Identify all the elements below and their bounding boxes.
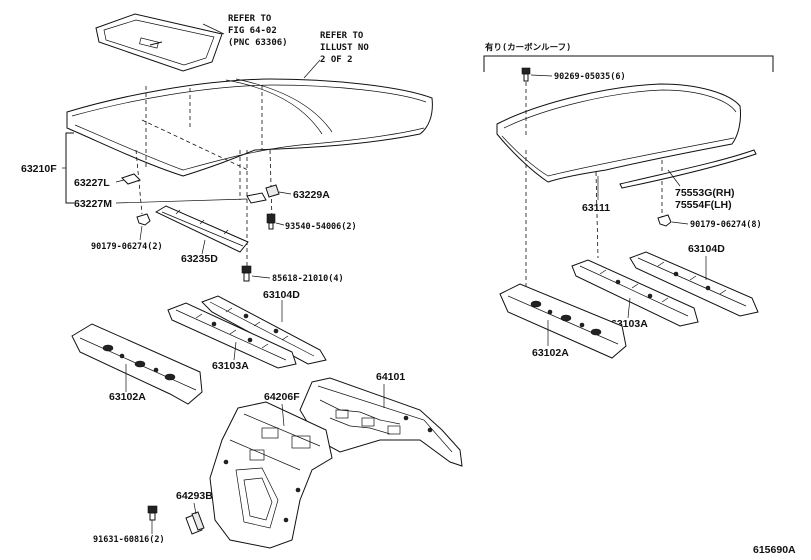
leader-64206f (281, 403, 285, 427)
bolt-91631 (147, 505, 158, 521)
clip-90179-right (657, 214, 672, 227)
carbon-roof-panel-63111 (496, 83, 741, 183)
label-63102A-left: 63102A (109, 391, 146, 403)
pad-63227l (121, 173, 141, 185)
roof-bow-63103a-left (167, 302, 297, 369)
screw-93540 (266, 213, 276, 230)
refer-fig-line3: (PNC 63306) (228, 38, 288, 48)
roof-bow-63104d-left (201, 295, 327, 365)
label-93540: 93540-54006(2) (285, 222, 357, 232)
reinforcement-63235d (154, 205, 249, 253)
dash-right-3 (595, 171, 599, 259)
leader-refer-illust (303, 59, 321, 79)
leader-63229a (278, 191, 292, 195)
label-63227L: 63227L (74, 177, 110, 189)
label-63235D: 63235D (181, 253, 218, 265)
label-75553G: 75553G(RH) (675, 187, 735, 199)
leader-64293b (193, 502, 197, 515)
diagram-code: 615690A (753, 544, 796, 556)
roof-bow-63103a-right (571, 259, 699, 327)
label-63210F: 63210F (21, 163, 57, 175)
pad-63227m (246, 192, 267, 204)
refer-illust-line1: REFER TO (320, 31, 364, 41)
clip-63229a (265, 184, 280, 198)
label-75554F: 75554F(LH) (675, 199, 732, 211)
bracket-63210f (65, 132, 74, 204)
label-63103A-left: 63103A (212, 360, 249, 372)
label-90179-right: 90179-06274(8) (690, 220, 762, 230)
leader-93540 (275, 222, 285, 226)
rear-panel-64206f (209, 401, 333, 549)
label-64293B: 64293B (176, 490, 213, 502)
leader-90269 (530, 74, 553, 77)
leader-63227l (115, 179, 125, 183)
sunroof-glass-illustration (95, 13, 223, 72)
leader-63103a-right (627, 297, 631, 319)
label-63227M: 63227M (74, 198, 112, 210)
leader-63235d (201, 239, 206, 255)
roof-bow-63102a-right (499, 283, 627, 359)
label-63229A: 63229A (293, 189, 330, 201)
dash-line-8 (269, 149, 273, 221)
label-90269: 90269-05035(6) (554, 72, 626, 82)
label-63102A-right: 63102A (532, 347, 569, 359)
roof-bow-63104d-right (629, 251, 759, 317)
label-90179-left: 90179-06274(2) (91, 242, 163, 252)
label-63104D-right: 63104D (688, 243, 725, 255)
carbon-roof-bracket (483, 55, 774, 72)
moulding-75553g (619, 149, 757, 189)
leader-90179-right (671, 221, 689, 225)
roof-panel-illustration (66, 78, 433, 177)
leader-85618 (251, 275, 271, 279)
label-64101: 64101 (376, 371, 405, 383)
bolt-85618 (241, 265, 252, 282)
refer-fig-line1: REFER TO (228, 14, 272, 24)
roof-bow-63102a-left (71, 323, 203, 405)
label-64206F: 64206F (264, 391, 300, 403)
label-91631: 91631-60816(2) (93, 535, 165, 545)
carbon-roof-label: 有り(カーボンルーフ) (485, 42, 571, 53)
label-63111: 63111 (582, 202, 610, 214)
label-63104D-left: 63104D (263, 289, 300, 301)
bracket-64293b (185, 511, 205, 535)
leader-refer-fig (202, 23, 225, 35)
dash-line-4 (141, 119, 249, 171)
leader-63227m (115, 198, 248, 204)
label-85618: 85618-21010(4) (272, 274, 344, 284)
leader-63103a-left (233, 341, 237, 361)
bolt-90269 (521, 67, 531, 82)
dash-line-7 (135, 149, 143, 215)
clip-90179-left (136, 213, 151, 226)
leader-75553g (667, 169, 681, 187)
leader-90179-left (139, 225, 143, 241)
refer-fig-line2: FIG 64-02 (228, 26, 277, 36)
refer-to-fig-note: REFER TO FIG 64-02 (PNC 63306) (228, 14, 288, 48)
refer-illust-line2: ILLUST NO (320, 43, 369, 53)
refer-to-illust-note: REFER TO ILLUST NO 2 OF 2 (320, 31, 369, 65)
refer-illust-line3: 2 OF 2 (320, 55, 353, 65)
